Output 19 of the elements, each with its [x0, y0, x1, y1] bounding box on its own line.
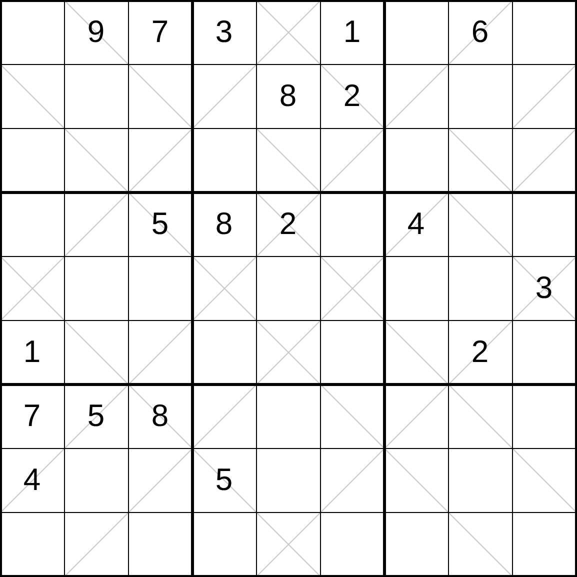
given-digit: 4	[406, 207, 426, 241]
given-digit: 2	[278, 207, 298, 241]
given-digit: 7	[150, 15, 170, 49]
given-digit: 7	[22, 399, 42, 433]
given-digit: 5	[150, 207, 170, 241]
given-digit: 2	[342, 79, 362, 113]
given-digit: 9	[86, 15, 106, 49]
given-digit: 5	[86, 399, 106, 433]
given-digit: 6	[470, 15, 490, 49]
given-digit: 5	[214, 463, 234, 497]
given-digit: 3	[214, 15, 234, 49]
given-digit: 8	[150, 399, 170, 433]
given-digit: 3	[534, 271, 554, 305]
given-digit: 8	[214, 207, 234, 241]
given-digit: 1	[22, 335, 42, 369]
given-digit: 4	[22, 463, 42, 497]
given-digit: 2	[470, 335, 490, 369]
given-digit: 8	[278, 79, 298, 113]
given-digit: 1	[342, 15, 362, 49]
